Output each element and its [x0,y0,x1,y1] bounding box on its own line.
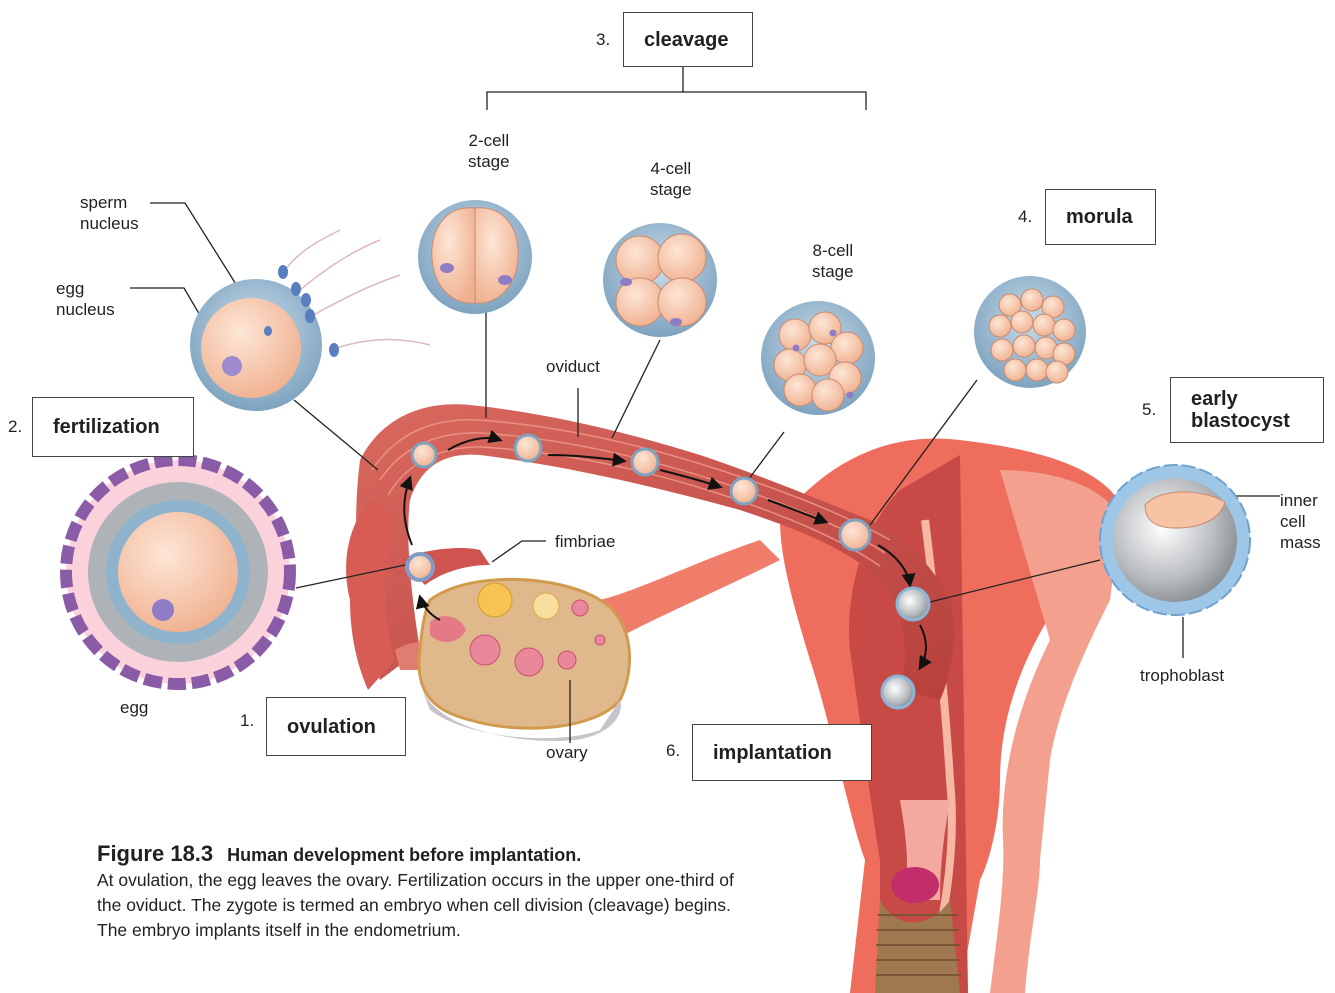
fertilization-illustration [190,230,430,411]
two-cell-embryo [418,200,532,314]
step-box-fertilization: fertilization [32,397,194,457]
step-number-ovulation: 1. [240,711,254,731]
step-number-morula: 4. [1018,207,1032,227]
step-box-morula: morula [1045,189,1156,245]
egg-illustration [66,460,290,684]
egg-nucleus-label: egg nucleus [56,278,115,320]
eight-cell-embryo [761,301,875,415]
eight-cell-label: 8-cell stage [812,240,854,282]
ovary-label: ovary [546,742,588,763]
leader-lines [130,65,1280,743]
step-box-early-blastocyst: early blastocyst [1170,377,1324,443]
figure-caption: Figure 18.3 Human development before impl… [97,841,737,943]
fimbriae-label: fimbriae [555,531,615,552]
two-cell-label: 2-cell stage [468,130,510,172]
morula-embryo [974,276,1086,388]
oviduct-label: oviduct [546,356,600,377]
step-number-early-blastocyst: 5. [1142,400,1156,420]
inner-cell-mass-label: inner cell mass [1280,490,1321,553]
step-box-ovulation: ovulation [266,697,406,756]
four-cell-embryo [603,223,717,337]
step-number-implantation: 6. [666,741,680,761]
figure-caption-text: At ovulation, the egg leaves the ovary. … [97,868,737,943]
ovary [419,540,780,741]
step-number-fertilization: 2. [8,417,22,437]
step-box-cleavage: cleavage [623,12,753,67]
figure-number: Figure 18.3 [97,841,213,866]
step-box-implantation: implantation [692,724,872,781]
trophoblast-label: trophoblast [1140,665,1224,686]
egg-label: egg [120,697,148,718]
four-cell-label: 4-cell stage [650,158,692,200]
figure-title: Human development before implantation. [227,845,581,865]
sperm-nucleus-label: sperm nucleus [80,192,139,234]
step-number-cleavage: 3. [596,30,610,50]
blastocyst-illustration [1100,465,1250,615]
